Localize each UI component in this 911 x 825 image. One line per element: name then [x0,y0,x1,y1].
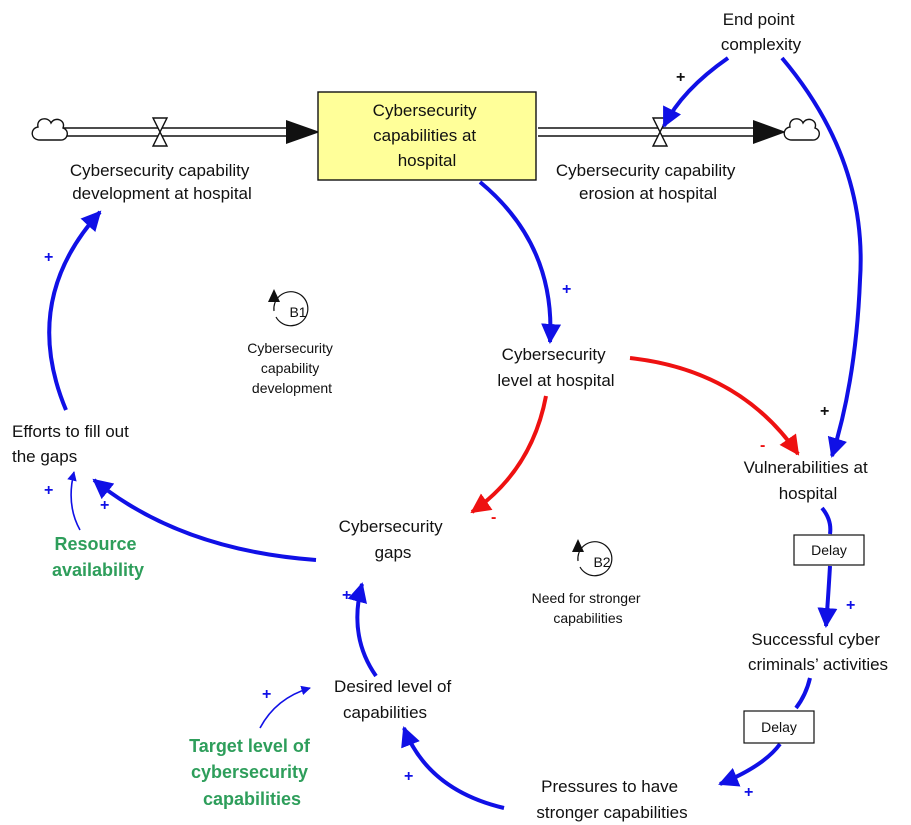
polarity-efforts-development: + [44,249,53,266]
loop-b1-id: B1 [289,304,306,320]
link-efforts-to-development [47,210,102,411]
delay-label: Delay [761,719,797,735]
label-line: Target level of [189,736,311,756]
loop-b2: B2 Need for stronger capabilities [532,539,645,626]
link-stock-to-level [478,180,562,344]
outflow-pipe [538,120,786,144]
label-line: complexity [721,35,802,54]
svg-text:Cybersecurity capabiliti: Cybersecurity capabilities at hospital [373,101,482,170]
label-line: Cybersecurity capability [556,161,736,180]
link-successful-to-delay2 [794,677,812,710]
exogenous-target-level: Target level of cybersecurity capabiliti… [189,736,315,809]
loop-b1-arc [273,291,309,327]
link-delay2-to-pressures [718,742,782,787]
stock-label-line: Cybersecurity [373,101,477,120]
loop-b2-id: B2 [593,554,610,570]
polarity-endpoint-vulnerabilities: + [820,403,829,420]
label-line: the gaps [12,447,77,466]
label-line: criminals’ activities [748,655,888,674]
label-line: capability [261,360,319,376]
inflow-pipe [62,120,320,144]
loop-b2-arc [577,541,613,577]
label-line: Cybersecurity [339,517,443,536]
var-desired-level: Desired level of capabilities [334,677,456,722]
label-line: capabilities [343,703,427,722]
label-line: hospital [779,484,838,503]
polarity-target-desired: + [262,686,271,703]
label-line: Cybersecurity [247,340,333,356]
loop-b2-label: Need for stronger capabilities [532,590,645,626]
sink-cloud-icon [783,118,820,141]
polarity-vulnerabilities-successful: + [846,597,855,614]
var-efforts: Efforts to fill out the gaps [12,422,134,466]
polarity-pressures-desired: + [404,768,413,785]
loop-b2-arrowhead [572,539,584,552]
polarity-desired-gaps: + [342,587,351,604]
label-line: Successful cyber [751,630,880,649]
link-desired-to-gaps [347,582,378,678]
delay-box-frame [743,710,815,744]
stock-label-line: hospital [398,151,457,170]
delay-box-frame [793,534,865,566]
link-gaps-to-efforts [92,478,317,562]
link-level-to-vulnerabilities [629,356,800,456]
exogenous-resource-availability: Resource availability [52,534,144,580]
label-line: stronger capabilities [536,803,687,822]
loop-b1: B1 Cybersecurity capability development [247,289,336,396]
polarity-endpoint-erosion: + [676,69,685,86]
inflow-valve-icon [151,117,169,147]
loop-b1-arrowhead [268,289,280,302]
delay-label: Delay [811,542,847,558]
polarity-successful-pressures: + [744,784,753,801]
var-cybersecurity-level: Cybersecurity level at hospital [497,345,614,390]
label-line: Desired level of [334,677,451,696]
link-delay1-to-successful [817,565,838,628]
link-level-to-gaps [470,395,548,514]
label-line: Efforts to fill out [12,422,129,441]
var-end-point-complexity: End point complexity [721,10,802,54]
label-line: gaps [375,543,412,562]
loop-b1-label: Cybersecurity capability development [247,340,336,396]
label-line: erosion at hospital [579,184,717,203]
label-line: Need for stronger [532,590,641,606]
link-target-to-desired [259,685,311,729]
flow-erosion-label: Cybersecurity capability erosion at hosp… [556,161,740,203]
label-line: availability [52,560,144,580]
polarity-resource-efforts: + [44,482,53,499]
polarity-level-vulnerabilities: - [760,437,765,454]
link-resource-to-efforts [67,471,81,531]
polarity-gaps-efforts: + [100,497,109,514]
stock-cybersecurity-capabilities[interactable]: Cybersecurity capabilities at hospital [317,91,537,181]
label-line: End point [723,10,795,29]
label-line: Pressures to have [541,777,678,796]
label-line: Cybersecurity capability [70,161,250,180]
link-endpoint-to-vulnerabilities [780,56,863,458]
label-line: level at hospital [497,371,614,390]
var-vulnerabilities: Vulnerabilities at hospital [744,458,873,503]
polarity-level-gaps: - [491,509,496,526]
var-pressures: Pressures to have stronger capabilities [536,777,687,822]
label-line: Resource [54,534,136,554]
label-line: capabilities [553,610,622,626]
polarity-stock-level: + [562,281,571,298]
label-line: Vulnerabilities at [744,458,868,477]
label-line: development [252,380,332,396]
var-cybersecurity-gaps: Cybersecurity gaps [339,517,448,562]
delay-box-2: Delay [743,710,815,744]
stock-label-line: capabilities at [373,126,476,145]
link-vulnerabilities-to-delay1 [820,506,833,535]
source-cloud-icon [31,118,68,141]
link-pressures-to-desired [401,726,505,810]
label-line: cybersecurity [191,762,308,782]
link-endpoint-to-erosion [662,56,730,128]
delay-box-1: Delay [793,534,865,566]
var-successful-activities: Successful cyber criminals’ activities [748,630,888,674]
flow-development-label: Cybersecurity capability development at … [70,161,254,203]
label-line: capabilities [203,789,301,809]
stock-box [317,91,537,181]
label-line: Cybersecurity [502,345,606,364]
label-line: development at hospital [72,184,252,203]
